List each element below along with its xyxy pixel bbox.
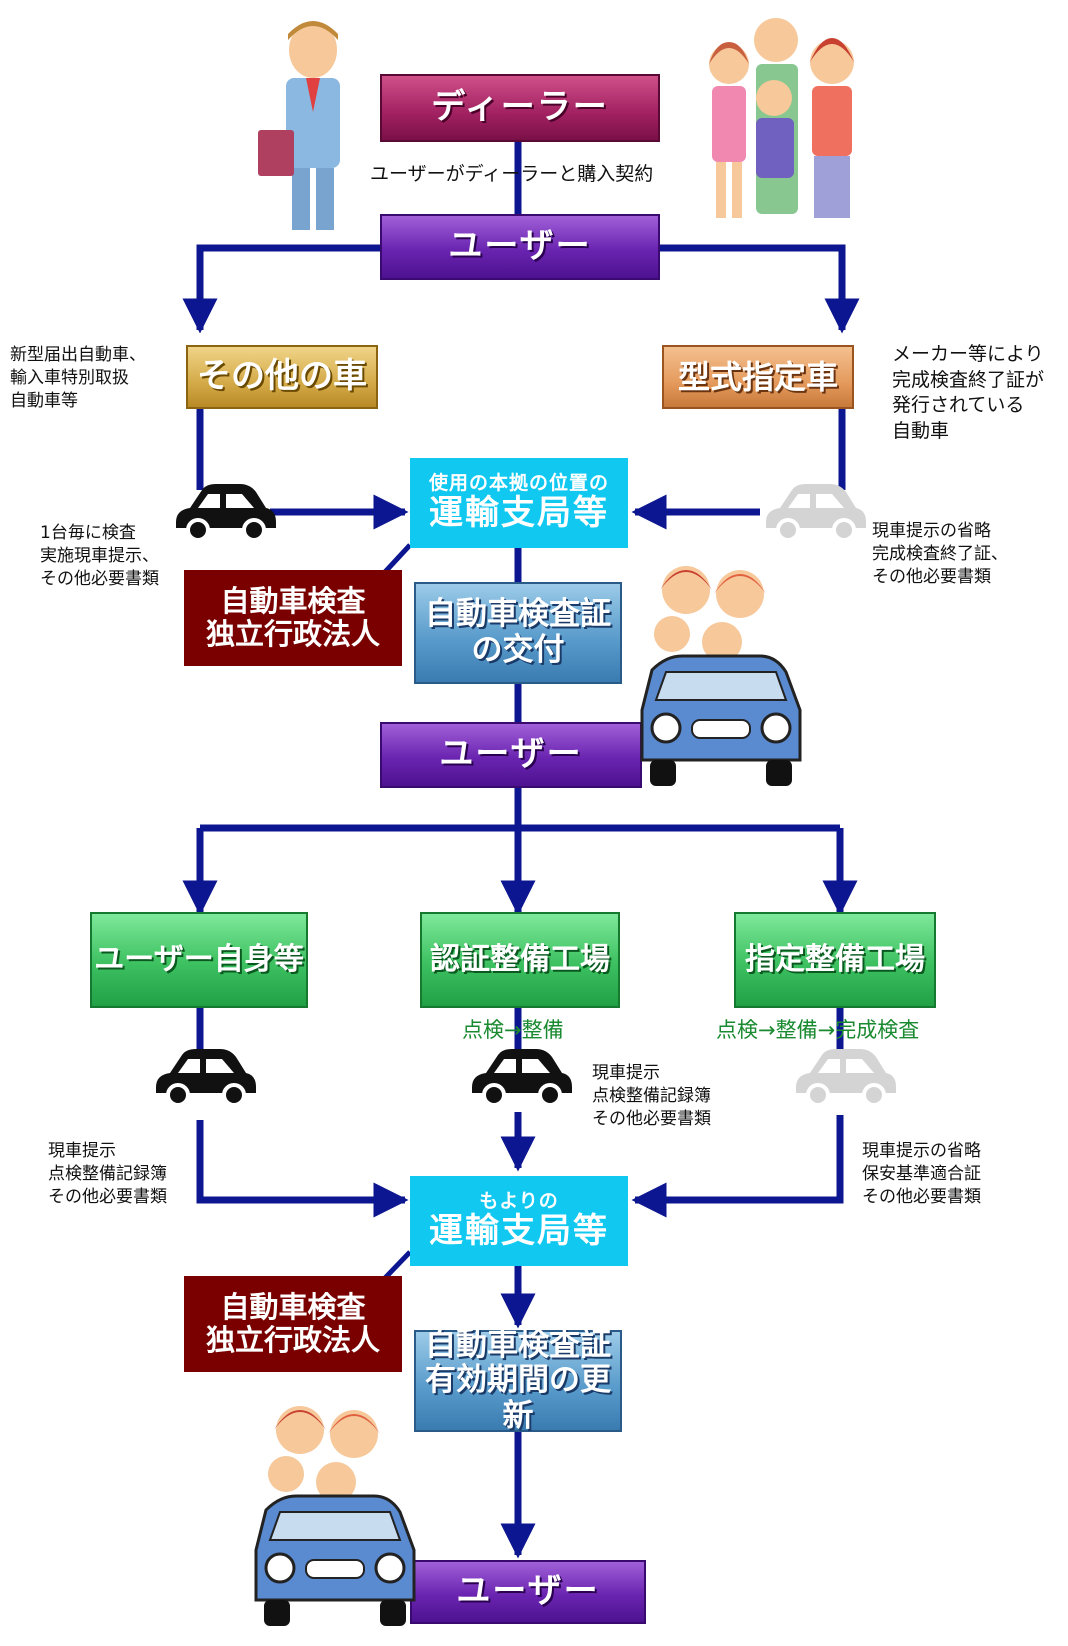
inspection-agency-node-1: 自動車検査 独立行政法人	[184, 570, 402, 666]
agency-2-line-2: 独立行政法人	[205, 1323, 380, 1357]
bureau-1-label: 運輸支局等	[429, 493, 609, 534]
designated-shop-node: 指定整備工場	[734, 912, 936, 1008]
gray-car-icon	[796, 1049, 896, 1107]
each-car-inspection-note: 1台毎に検査 実施現車提示、 その他必要書類	[40, 523, 159, 589]
omit-presentation-note: 現車提示の省略 完成検査終了証、 その他必要書類	[872, 521, 1008, 587]
user-node-3: ユーザー	[410, 1560, 646, 1624]
inspection-agency-node-2: 自動車検査 独立行政法人	[184, 1276, 402, 1372]
agency-2-line-1: 自動車検査	[220, 1289, 366, 1324]
user-self-docs-note: 現車提示 点検整備記録簿 その他必要書類	[48, 1141, 167, 1207]
type-designated-node: 型式指定車	[662, 345, 854, 409]
black-car-icon	[156, 1049, 256, 1107]
cert-shop-node: 認証整備工場	[420, 912, 620, 1008]
family-in-car-illustration	[254, 1406, 416, 1626]
agency-1-line-1: 自動車検査	[220, 583, 366, 618]
gray-car-icon	[766, 484, 866, 542]
user-self-label: ユーザー自身等	[94, 941, 304, 977]
cert-issue-line-2: の交付	[471, 632, 565, 668]
bureau-2-label: 運輸支局等	[429, 1211, 609, 1252]
user-label-2: ユーザー	[439, 734, 583, 775]
cert-issue-node: 自動車検査証 の交付	[414, 582, 622, 684]
user-node-1: ユーザー	[380, 214, 660, 280]
family-illustration	[709, 18, 854, 218]
other-car-node: その他の車	[186, 345, 378, 409]
family-in-car-illustration	[640, 566, 802, 786]
cert-renew-line-2: 有効期間の更新	[425, 1362, 611, 1434]
maker-cert-note: メーカー等により 完成検査終了証が 発行されている 自動車	[892, 343, 1045, 442]
transport-bureau-node-1: 使用の本拠の位置の 運輸支局等	[410, 458, 628, 548]
cert-issue-line-1: 自動車検査証	[425, 596, 611, 633]
cert-shop-label: 認証整備工場	[430, 941, 610, 977]
user-node-2: ユーザー	[380, 722, 642, 788]
cert-renew-line-1: 自動車検査証	[425, 1326, 611, 1363]
agency-1-line-2: 独立行政法人	[205, 617, 380, 651]
user-label-1: ユーザー	[448, 226, 592, 267]
bureau-1-sub-label: 使用の本拠の位置の	[428, 471, 609, 494]
businessman-illustration	[258, 21, 340, 230]
user-self-node: ユーザー自身等	[90, 912, 308, 1008]
cert-shop-process-note: 点検→整備	[462, 1018, 564, 1042]
cert-renew-node: 自動車検査証 有効期間の更新	[414, 1326, 622, 1434]
designated-shop-process-note: 点検→整備→完成検査	[716, 1018, 920, 1042]
user-label-3: ユーザー	[456, 1571, 600, 1612]
designated-docs-note: 現車提示の省略 保安基準適合証 その他必要書類	[862, 1141, 981, 1207]
dealer-label: ディーラー	[431, 87, 609, 128]
designated-shop-label: 指定整備工場	[745, 941, 925, 977]
black-car-icon	[472, 1049, 572, 1107]
transport-bureau-node-2: もよりの 運輸支局等	[410, 1176, 628, 1266]
type-designated-label: 型式指定車	[677, 357, 838, 396]
bureau-2-sub-label: もよりの	[479, 1189, 559, 1212]
other-car-label: その他の車	[197, 356, 367, 397]
purchase-contract-note: ユーザーがディーラーと購入契約	[370, 163, 654, 185]
black-car-icon	[176, 484, 276, 542]
dealer-node: ディーラー	[380, 74, 660, 142]
cert-shop-docs-note: 現車提示 点検整備記録簿 その他必要書類	[592, 1063, 711, 1129]
new-type-cars-note: 新型届出自動車、 輸入車特別取扱 自動車等	[10, 345, 146, 411]
